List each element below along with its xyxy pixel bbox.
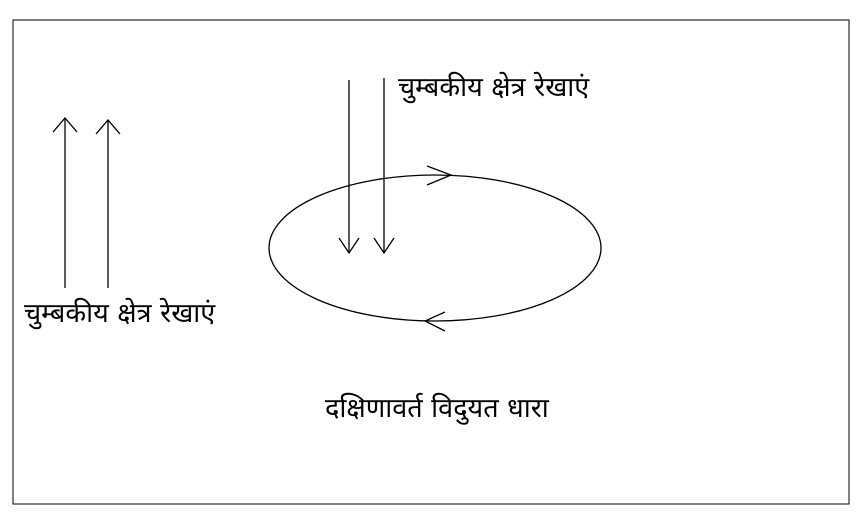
field-lines-label-left: चुम्बकीय क्षेत्र रेखाएं [24, 298, 216, 329]
diagram-frame [12, 19, 850, 505]
current-loop [268, 174, 602, 322]
upward-field-lines [52, 117, 121, 288]
field-lines-label-top: चुम्बकीय क्षेत्र रेखाएं [398, 72, 590, 103]
loop-arrow-bottom-icon [423, 311, 446, 332]
downward-arrow-1 [338, 80, 360, 255]
downward-field-lines [338, 78, 395, 255]
loop-arrow-top-icon [426, 165, 453, 186]
current-direction-label: दक्षिणावर्त विदुयत धारा [325, 393, 549, 424]
downward-arrow-2 [373, 78, 395, 255]
upward-arrow-2 [95, 119, 121, 288]
upward-arrow-1 [52, 117, 78, 288]
